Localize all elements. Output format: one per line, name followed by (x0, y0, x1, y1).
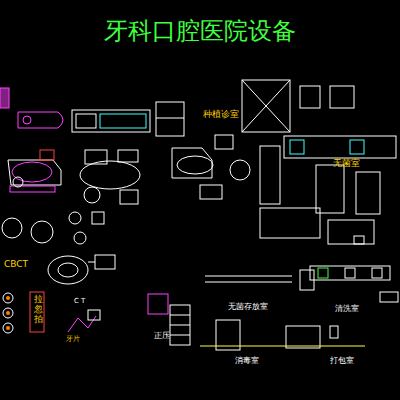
room-label: 正压 (154, 332, 170, 341)
room-label: CBCT (4, 260, 28, 270)
room-label: 打包室 (330, 357, 354, 366)
room-label: 消毒室 (235, 357, 259, 366)
room-label: 拉忽拍 (34, 295, 43, 325)
room-label: 无菌存放室 (228, 303, 268, 312)
room-label: 清洗室 (335, 305, 359, 314)
room-label: 无菌室 (333, 159, 360, 169)
room-label: 牙片 (66, 336, 80, 344)
title: 牙科口腔医院设备 (104, 18, 296, 44)
room-label: 种植诊室 (203, 110, 239, 120)
room-label: C T (74, 298, 85, 306)
